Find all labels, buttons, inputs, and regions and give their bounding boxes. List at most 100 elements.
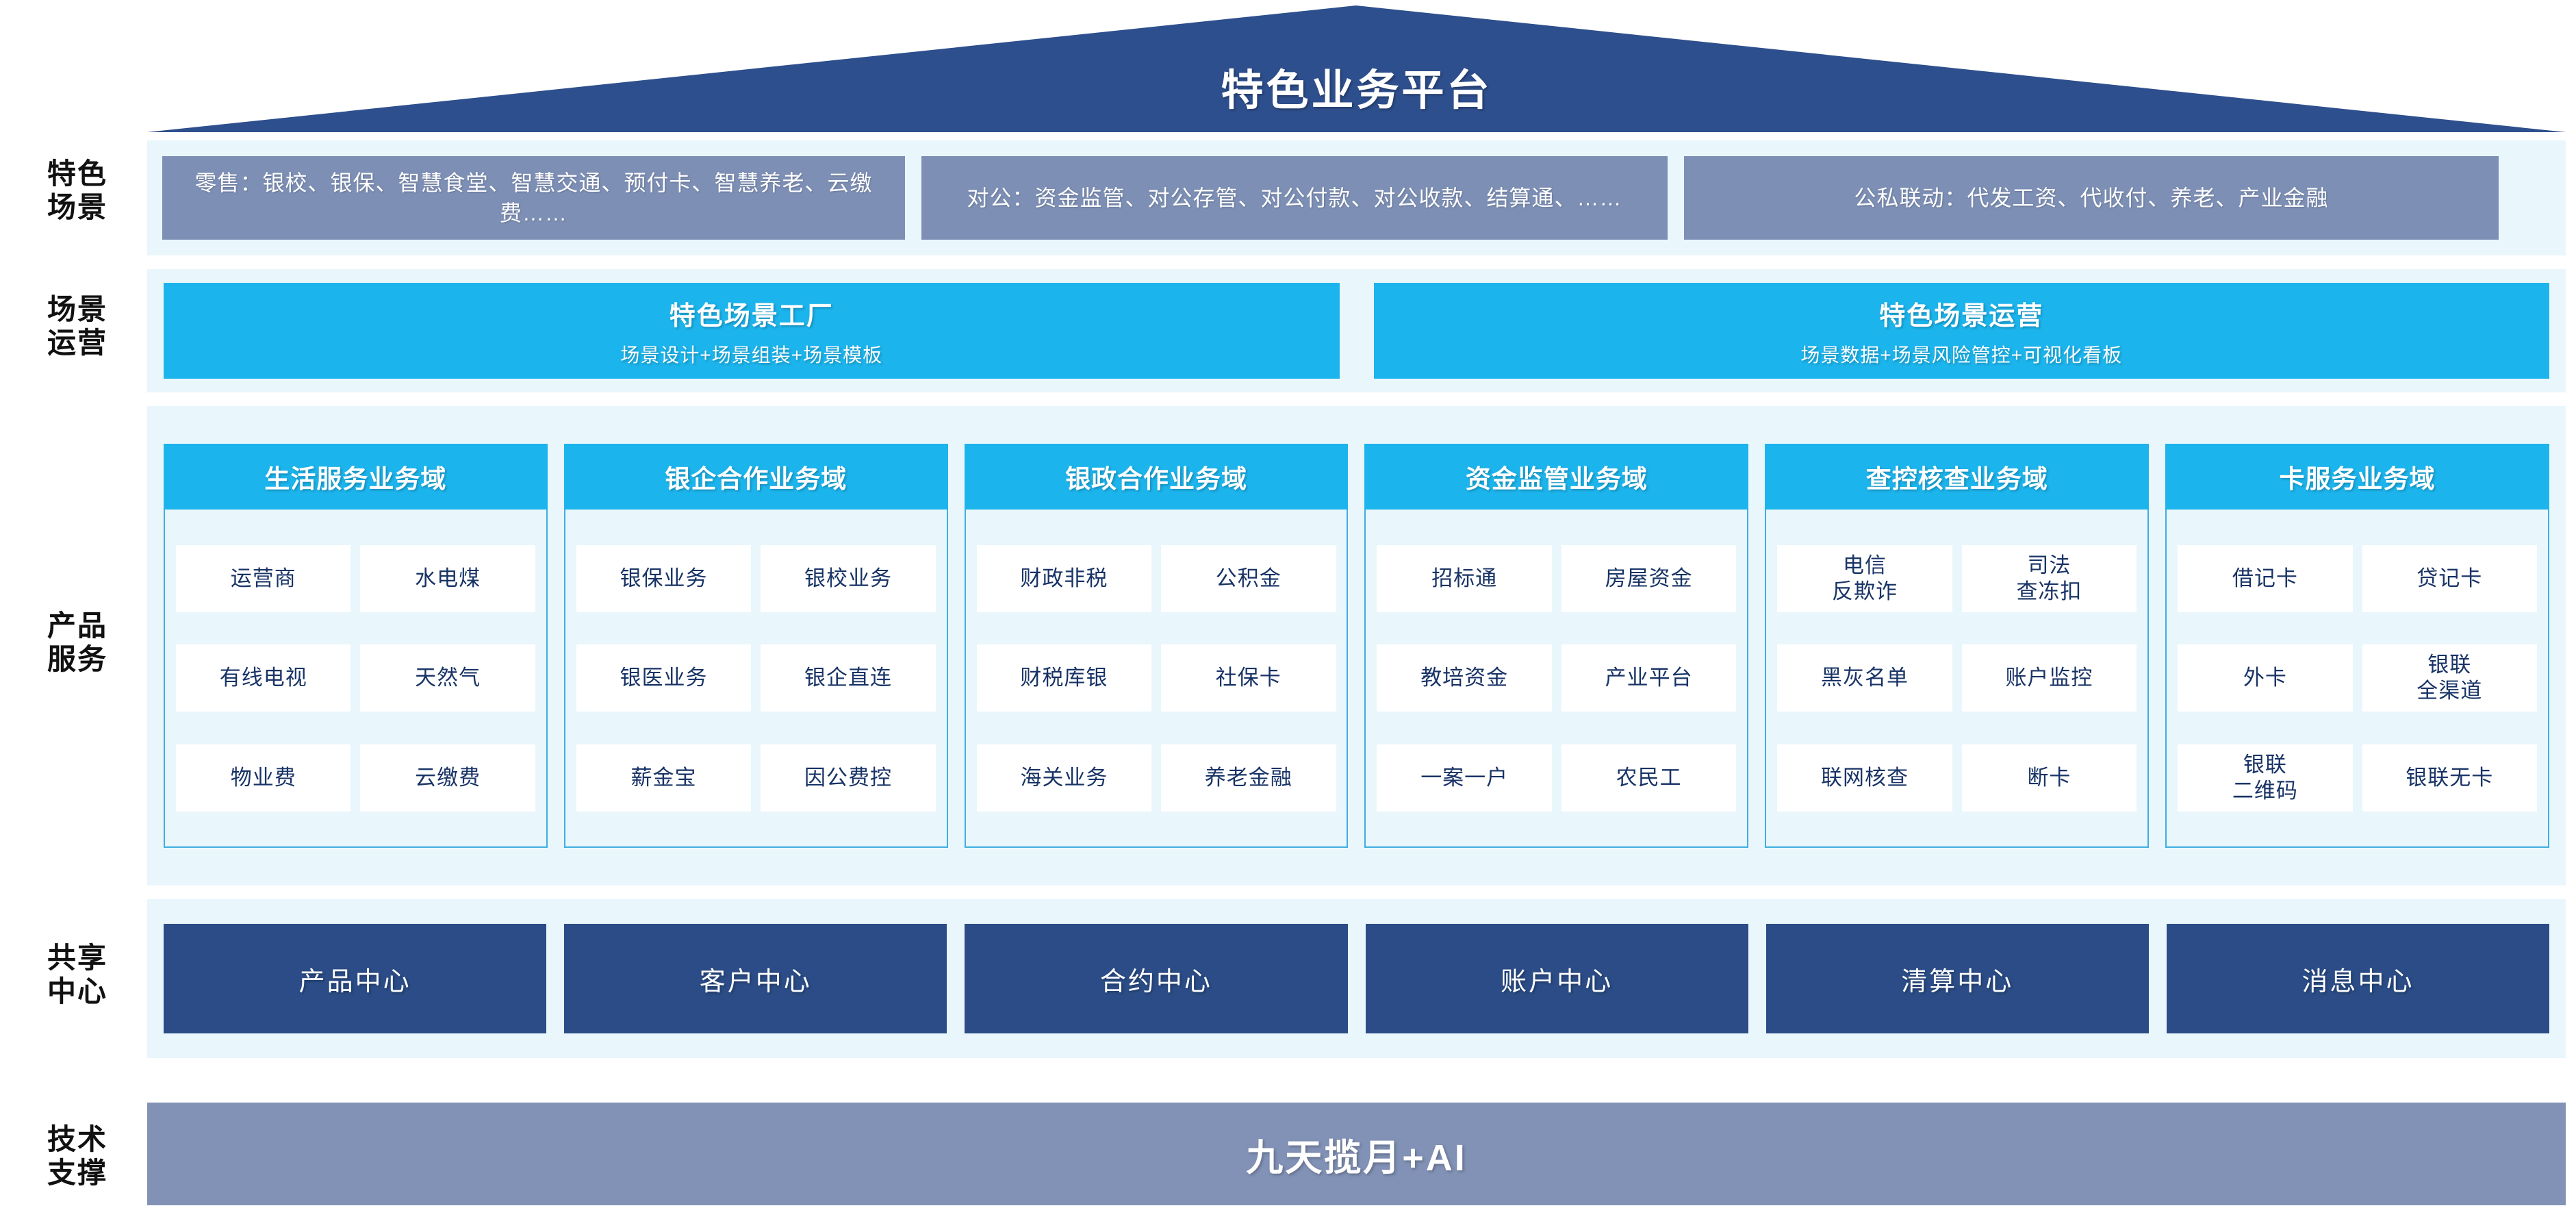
scenario-band: 零售：银校、银保、智慧食堂、智慧交通、预付卡、智慧养老、云缴费…… 对公：资金监… xyxy=(147,140,2566,255)
operation-subtitle: 场景设计+场景组装+场景模板 xyxy=(620,344,883,366)
product-item-tile[interactable]: 借记卡 xyxy=(2178,544,2353,612)
operation-title: 特色场景工厂 xyxy=(669,301,834,331)
product-item-tile[interactable]: 联网核查 xyxy=(1777,744,1952,812)
product-item-tile[interactable]: 有线电视 xyxy=(176,644,351,712)
row-label-operation: 场景 运营 xyxy=(47,293,107,359)
product-item-tile[interactable]: 银联 全渠道 xyxy=(2362,644,2537,712)
product-domain-title: 银政合作业务域 xyxy=(964,444,1349,510)
platform-roof-banner: 特色业务平台 xyxy=(147,5,2566,132)
product-item-tile[interactable]: 一案一户 xyxy=(1377,744,1552,812)
product-item-tile[interactable]: 房屋资金 xyxy=(1561,544,1737,612)
product-item-row: 教培资金产业平台 xyxy=(1377,644,1737,712)
product-item-tile[interactable]: 招标通 xyxy=(1377,544,1552,612)
product-item-tile[interactable]: 银医业务 xyxy=(576,644,752,712)
product-item-tile[interactable]: 贷记卡 xyxy=(2362,544,2537,612)
product-service-band: 生活服务业务域运营商水电煤有线电视天然气物业费云缴费银企合作业务域银保业务银校业… xyxy=(147,406,2566,885)
product-item-tile[interactable]: 云缴费 xyxy=(360,744,535,812)
shared-center-band: 产品中心客户中心合约中心账户中心清算中心消息中心 xyxy=(147,899,2566,1058)
product-domain-card[interactable]: 生活服务业务域运营商水电煤有线电视天然气物业费云缴费 xyxy=(164,444,548,848)
product-domain-body: 借记卡贷记卡外卡银联 全渠道银联 二维码银联无卡 xyxy=(2165,510,2549,848)
tech-support-band: 九天揽月+AI xyxy=(147,1103,2566,1205)
product-item-tile[interactable]: 教培资金 xyxy=(1377,644,1552,712)
product-item-tile[interactable]: 运营商 xyxy=(176,544,351,612)
product-item-row: 物业费云缴费 xyxy=(176,744,535,812)
shared-center-box[interactable]: 产品中心 xyxy=(164,924,547,1033)
product-domain-body: 财政非税公积金财税库银社保卡海关业务养老金融 xyxy=(964,510,1349,848)
product-item-row: 一案一户农民工 xyxy=(1377,744,1737,812)
product-item-row: 有线电视天然气 xyxy=(176,644,535,712)
product-domain-title: 生活服务业务域 xyxy=(164,444,548,510)
product-domain-card[interactable]: 资金监管业务域招标通房屋资金教培资金产业平台一案一户农民工 xyxy=(1364,444,1749,848)
operation-box-scene-factory[interactable]: 特色场景工厂 场景设计+场景组装+场景模板 xyxy=(164,283,1340,379)
product-item-tile[interactable]: 银联无卡 xyxy=(2362,744,2537,812)
product-item-tile[interactable]: 黑灰名单 xyxy=(1777,644,1952,712)
product-domain-title: 卡服务业务域 xyxy=(2165,444,2549,510)
row-label-center: 共享 中心 xyxy=(47,942,107,1007)
product-domain-title: 银企合作业务域 xyxy=(563,444,948,510)
product-item-tile[interactable]: 社保卡 xyxy=(1161,644,1336,712)
product-domain-title: 查控核查业务域 xyxy=(1765,444,2150,510)
product-item-row: 银医业务银企直连 xyxy=(576,644,936,712)
product-item-tile[interactable]: 外卡 xyxy=(2178,644,2353,712)
product-domain-body: 电信 反欺诈司法 查冻扣黑灰名单账户监控联网核查断卡 xyxy=(1765,510,2150,848)
product-item-row: 借记卡贷记卡 xyxy=(2178,544,2537,612)
product-item-tile[interactable]: 天然气 xyxy=(360,644,535,712)
product-domain-card[interactable]: 银企合作业务域银保业务银校业务银医业务银企直连薪金宝因公费控 xyxy=(563,444,948,848)
product-item-row: 财政非税公积金 xyxy=(976,544,1336,612)
product-item-tile[interactable]: 银企直连 xyxy=(761,644,936,712)
product-domain-card[interactable]: 银政合作业务域财政非税公积金财税库银社保卡海关业务养老金融 xyxy=(964,444,1349,848)
product-item-row: 财税库银社保卡 xyxy=(976,644,1336,712)
operation-title: 特色场景运营 xyxy=(1879,301,2044,331)
operation-band: 特色场景工厂 场景设计+场景组装+场景模板 特色场景运营 场景数据+场景风险管控… xyxy=(147,269,2566,392)
shared-center-box[interactable]: 清算中心 xyxy=(1765,924,2149,1033)
operation-subtitle: 场景数据+场景风险管控+可视化看板 xyxy=(1800,344,2123,366)
product-item-tile[interactable]: 电信 反欺诈 xyxy=(1777,544,1952,612)
row-label-tech: 技术 支撑 xyxy=(47,1123,107,1189)
product-item-tile[interactable]: 水电煤 xyxy=(360,544,535,612)
shared-center-box[interactable]: 账户中心 xyxy=(1365,924,1748,1033)
product-item-tile[interactable]: 银校业务 xyxy=(761,544,936,612)
product-domain-title: 资金监管业务域 xyxy=(1364,444,1749,510)
operation-box-scene-operations[interactable]: 特色场景运营 场景数据+场景风险管控+可视化看板 xyxy=(1373,283,2549,379)
product-item-tile[interactable]: 农民工 xyxy=(1561,744,1737,812)
product-item-tile[interactable]: 财税库银 xyxy=(976,644,1152,712)
product-item-row: 电信 反欺诈司法 查冻扣 xyxy=(1777,544,2137,612)
product-item-row: 外卡银联 全渠道 xyxy=(2178,644,2537,712)
product-item-row: 薪金宝因公费控 xyxy=(576,744,936,812)
scenario-box-corporate[interactable]: 对公：资金监管、对公存管、对公付款、对公收款、结算通、…… xyxy=(921,156,1668,240)
product-item-row: 黑灰名单账户监控 xyxy=(1777,644,2137,712)
row-label-scenario: 特色 场景 xyxy=(47,158,107,223)
product-item-tile[interactable]: 财政非税 xyxy=(976,544,1152,612)
product-item-row: 招标通房屋资金 xyxy=(1377,544,1737,612)
product-item-row: 联网核查断卡 xyxy=(1777,744,2137,812)
product-item-tile[interactable]: 司法 查冻扣 xyxy=(1961,544,2137,612)
product-item-tile[interactable]: 因公费控 xyxy=(761,744,936,812)
product-item-row: 银联 二维码银联无卡 xyxy=(2178,744,2537,812)
roof-shape-svg xyxy=(147,5,2566,132)
product-item-tile[interactable]: 断卡 xyxy=(1961,744,2137,812)
product-item-tile[interactable]: 银联 二维码 xyxy=(2178,744,2353,812)
product-domain-body: 招标通房屋资金教培资金产业平台一案一户农民工 xyxy=(1364,510,1749,848)
product-item-tile[interactable]: 账户监控 xyxy=(1961,644,2137,712)
tech-support-label: 九天揽月+AI xyxy=(1246,1137,1467,1179)
product-item-tile[interactable]: 银保业务 xyxy=(576,544,752,612)
row-label-product: 产品 服务 xyxy=(47,609,107,675)
product-item-tile[interactable]: 薪金宝 xyxy=(576,744,752,812)
product-item-tile[interactable]: 产业平台 xyxy=(1561,644,1737,712)
product-domain-body: 运营商水电煤有线电视天然气物业费云缴费 xyxy=(164,510,548,848)
product-item-tile[interactable]: 物业费 xyxy=(176,744,351,812)
shared-center-box[interactable]: 客户中心 xyxy=(564,924,947,1033)
product-item-tile[interactable]: 海关业务 xyxy=(976,744,1152,812)
shared-center-box[interactable]: 消息中心 xyxy=(2166,924,2550,1033)
shared-center-box[interactable]: 合约中心 xyxy=(965,924,1348,1033)
product-domain-card[interactable]: 查控核查业务域电信 反欺诈司法 查冻扣黑灰名单账户监控联网核查断卡 xyxy=(1765,444,2150,848)
product-domain-body: 银保业务银校业务银医业务银企直连薪金宝因公费控 xyxy=(563,510,948,848)
scenario-box-retail[interactable]: 零售：银校、银保、智慧食堂、智慧交通、预付卡、智慧养老、云缴费…… xyxy=(162,156,905,240)
product-domain-card[interactable]: 卡服务业务域借记卡贷记卡外卡银联 全渠道银联 二维码银联无卡 xyxy=(2165,444,2549,848)
scenario-box-linkage[interactable]: 公私联动：代发工资、代收付、养老、产业金融 xyxy=(1684,156,2499,240)
product-item-row: 运营商水电煤 xyxy=(176,544,535,612)
product-item-tile[interactable]: 公积金 xyxy=(1161,544,1336,612)
product-item-row: 海关业务养老金融 xyxy=(976,744,1336,812)
product-item-row: 银保业务银校业务 xyxy=(576,544,936,612)
product-item-tile[interactable]: 养老金融 xyxy=(1161,744,1336,812)
